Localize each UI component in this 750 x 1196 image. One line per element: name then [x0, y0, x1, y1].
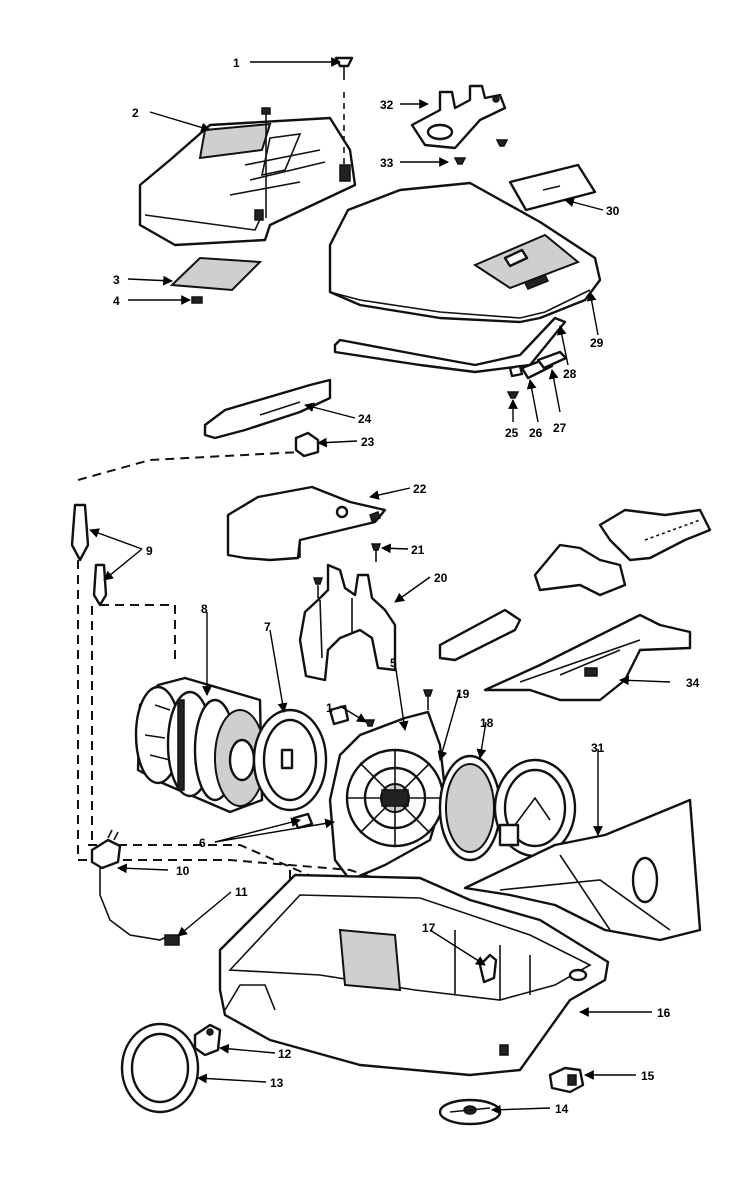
gasket-strip-part	[333, 316, 567, 374]
dust-bag-part	[463, 798, 702, 942]
base-housing-part	[218, 873, 610, 1077]
grommet-part-b	[328, 704, 350, 726]
part-label-22: 22	[413, 482, 427, 496]
part-label-24: 24	[358, 412, 372, 426]
motor-bracket-part	[298, 563, 397, 682]
part-label-21: 21	[411, 543, 425, 557]
part-label-20: 20	[434, 571, 448, 585]
part-label-14: 14	[555, 1102, 569, 1116]
part-label-1b: 1	[326, 701, 333, 715]
motor-band-part	[252, 708, 328, 812]
part-label-31: 31	[591, 741, 605, 755]
wheel-axle-part	[193, 1023, 222, 1057]
motor-cover-plate-part	[226, 485, 387, 562]
part-label-4: 4	[113, 294, 120, 308]
part-label-3: 3	[113, 273, 120, 287]
bracket-screws-part	[453, 139, 509, 165]
latch-parts	[506, 350, 568, 399]
part-label-18: 18	[480, 716, 494, 730]
part-label-1: 1	[233, 56, 240, 70]
part-label-7: 7	[264, 620, 271, 634]
bumper-strip-part	[203, 378, 332, 440]
part-label-13: 13	[270, 1076, 284, 1090]
part-label-28: 28	[563, 367, 577, 381]
part-label-23: 23	[361, 435, 375, 449]
leader-lines	[89, 57, 671, 1115]
part-label-27: 27	[553, 421, 567, 435]
part-label-8: 8	[201, 602, 208, 616]
attachments-part	[438, 508, 712, 702]
clip-part	[191, 296, 203, 304]
screw-part	[261, 107, 271, 218]
fan-part	[493, 758, 577, 858]
caster-part	[438, 1098, 502, 1126]
part-label-30: 30	[606, 204, 620, 218]
part-label-16: 16	[657, 1006, 671, 1020]
part-label-2: 2	[132, 106, 139, 120]
strain-relief-part	[164, 934, 180, 946]
part-label-5: 5	[390, 656, 397, 670]
part-label-17: 17	[422, 921, 436, 935]
part-label-26: 26	[529, 426, 543, 440]
handle-cover-part	[138, 116, 357, 247]
cover-screw-part	[370, 543, 382, 562]
part-label-15: 15	[641, 1069, 655, 1083]
part-label-9: 9	[146, 544, 153, 558]
fan-housing-part	[328, 710, 447, 882]
part-label-11: 11	[235, 885, 248, 899]
part-label-10: 10	[176, 864, 190, 878]
wheel-part	[120, 1022, 200, 1114]
part-label-19: 19	[456, 687, 470, 701]
filter-pad-part	[169, 256, 263, 292]
hood-part	[328, 181, 602, 324]
cord-connectors-part	[70, 503, 108, 607]
filter-disc-part	[438, 754, 502, 862]
switch-part	[294, 431, 320, 458]
part-label-34: 34	[686, 676, 700, 690]
power-cord-part	[90, 829, 171, 941]
part-label-12: 12	[278, 1047, 292, 1061]
cord-receptacle-part	[548, 1066, 585, 1094]
part-label-33: 33	[380, 156, 394, 170]
part-label-6: 6	[199, 836, 206, 850]
part-label-32: 32	[380, 98, 394, 112]
part-label-29: 29	[590, 336, 604, 350]
motor-assembly-part	[134, 676, 266, 814]
part-label-25: 25	[505, 426, 519, 440]
handle-bracket-part	[410, 84, 507, 150]
part-number-labels: 1 2 3 4 32 33 30 29 28 27 26 25 24 23 22…	[113, 56, 700, 1116]
fan-screws-part	[364, 689, 434, 727]
